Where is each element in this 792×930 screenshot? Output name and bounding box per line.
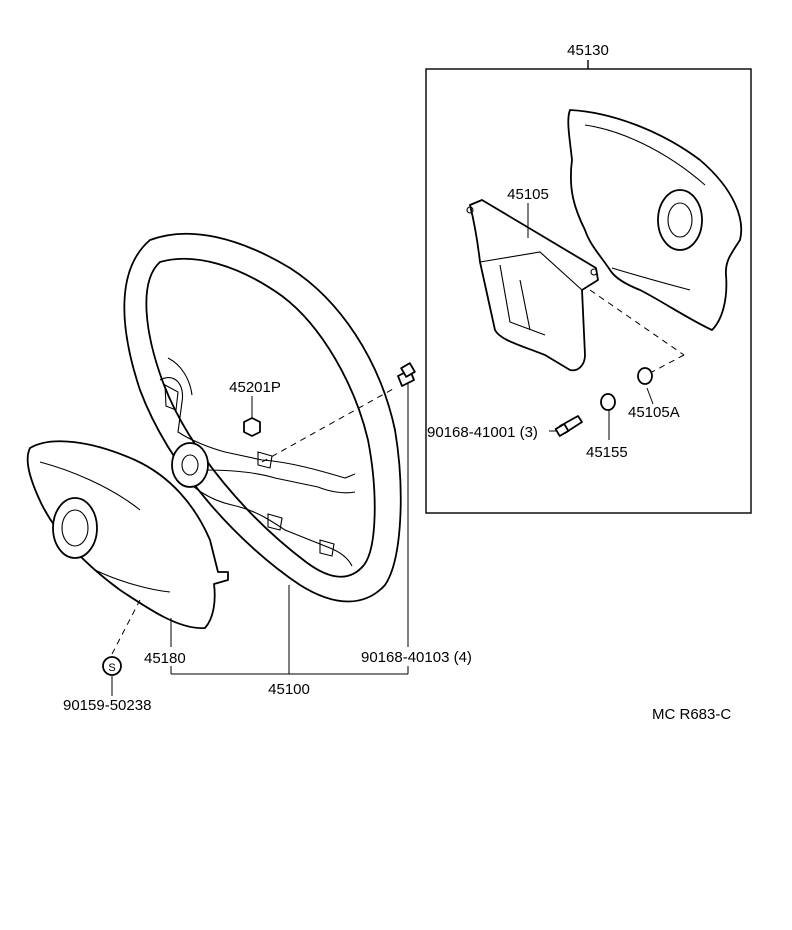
label-90159-50238: 90159-50238 — [63, 697, 151, 714]
clip-90159-50238-icon — [102, 656, 122, 676]
label-45130: 45130 — [567, 42, 609, 59]
pad-assembly-group-box — [425, 60, 752, 514]
label-90168-41001: 90168-41001 (3) — [427, 424, 538, 441]
label-45105a: 45105A — [628, 404, 680, 421]
label-45180: 45180 — [144, 650, 186, 667]
steering-wheel-45100 — [123, 232, 402, 603]
part-labels: 45130 45105 45201P 90168-41001 (3) 45105… — [63, 42, 731, 723]
lower-cover-45180 — [26, 440, 229, 629]
fasteners: S — [102, 362, 653, 676]
label-45100: 45100 — [268, 681, 310, 698]
bracket-45105 — [466, 199, 599, 372]
label-45155: 45155 — [586, 444, 628, 461]
drawing-code: MC R683-C — [652, 706, 731, 723]
assembly-dashed-lines — [111, 289, 685, 655]
clip-symbol: S — [108, 662, 115, 674]
pad-cover-45130 — [567, 109, 743, 331]
label-90168-40103: 90168-40103 (4) — [361, 649, 472, 666]
label-45201p: 45201P — [229, 379, 281, 396]
leader-lines — [111, 203, 654, 696]
label-45105: 45105 — [507, 186, 549, 203]
